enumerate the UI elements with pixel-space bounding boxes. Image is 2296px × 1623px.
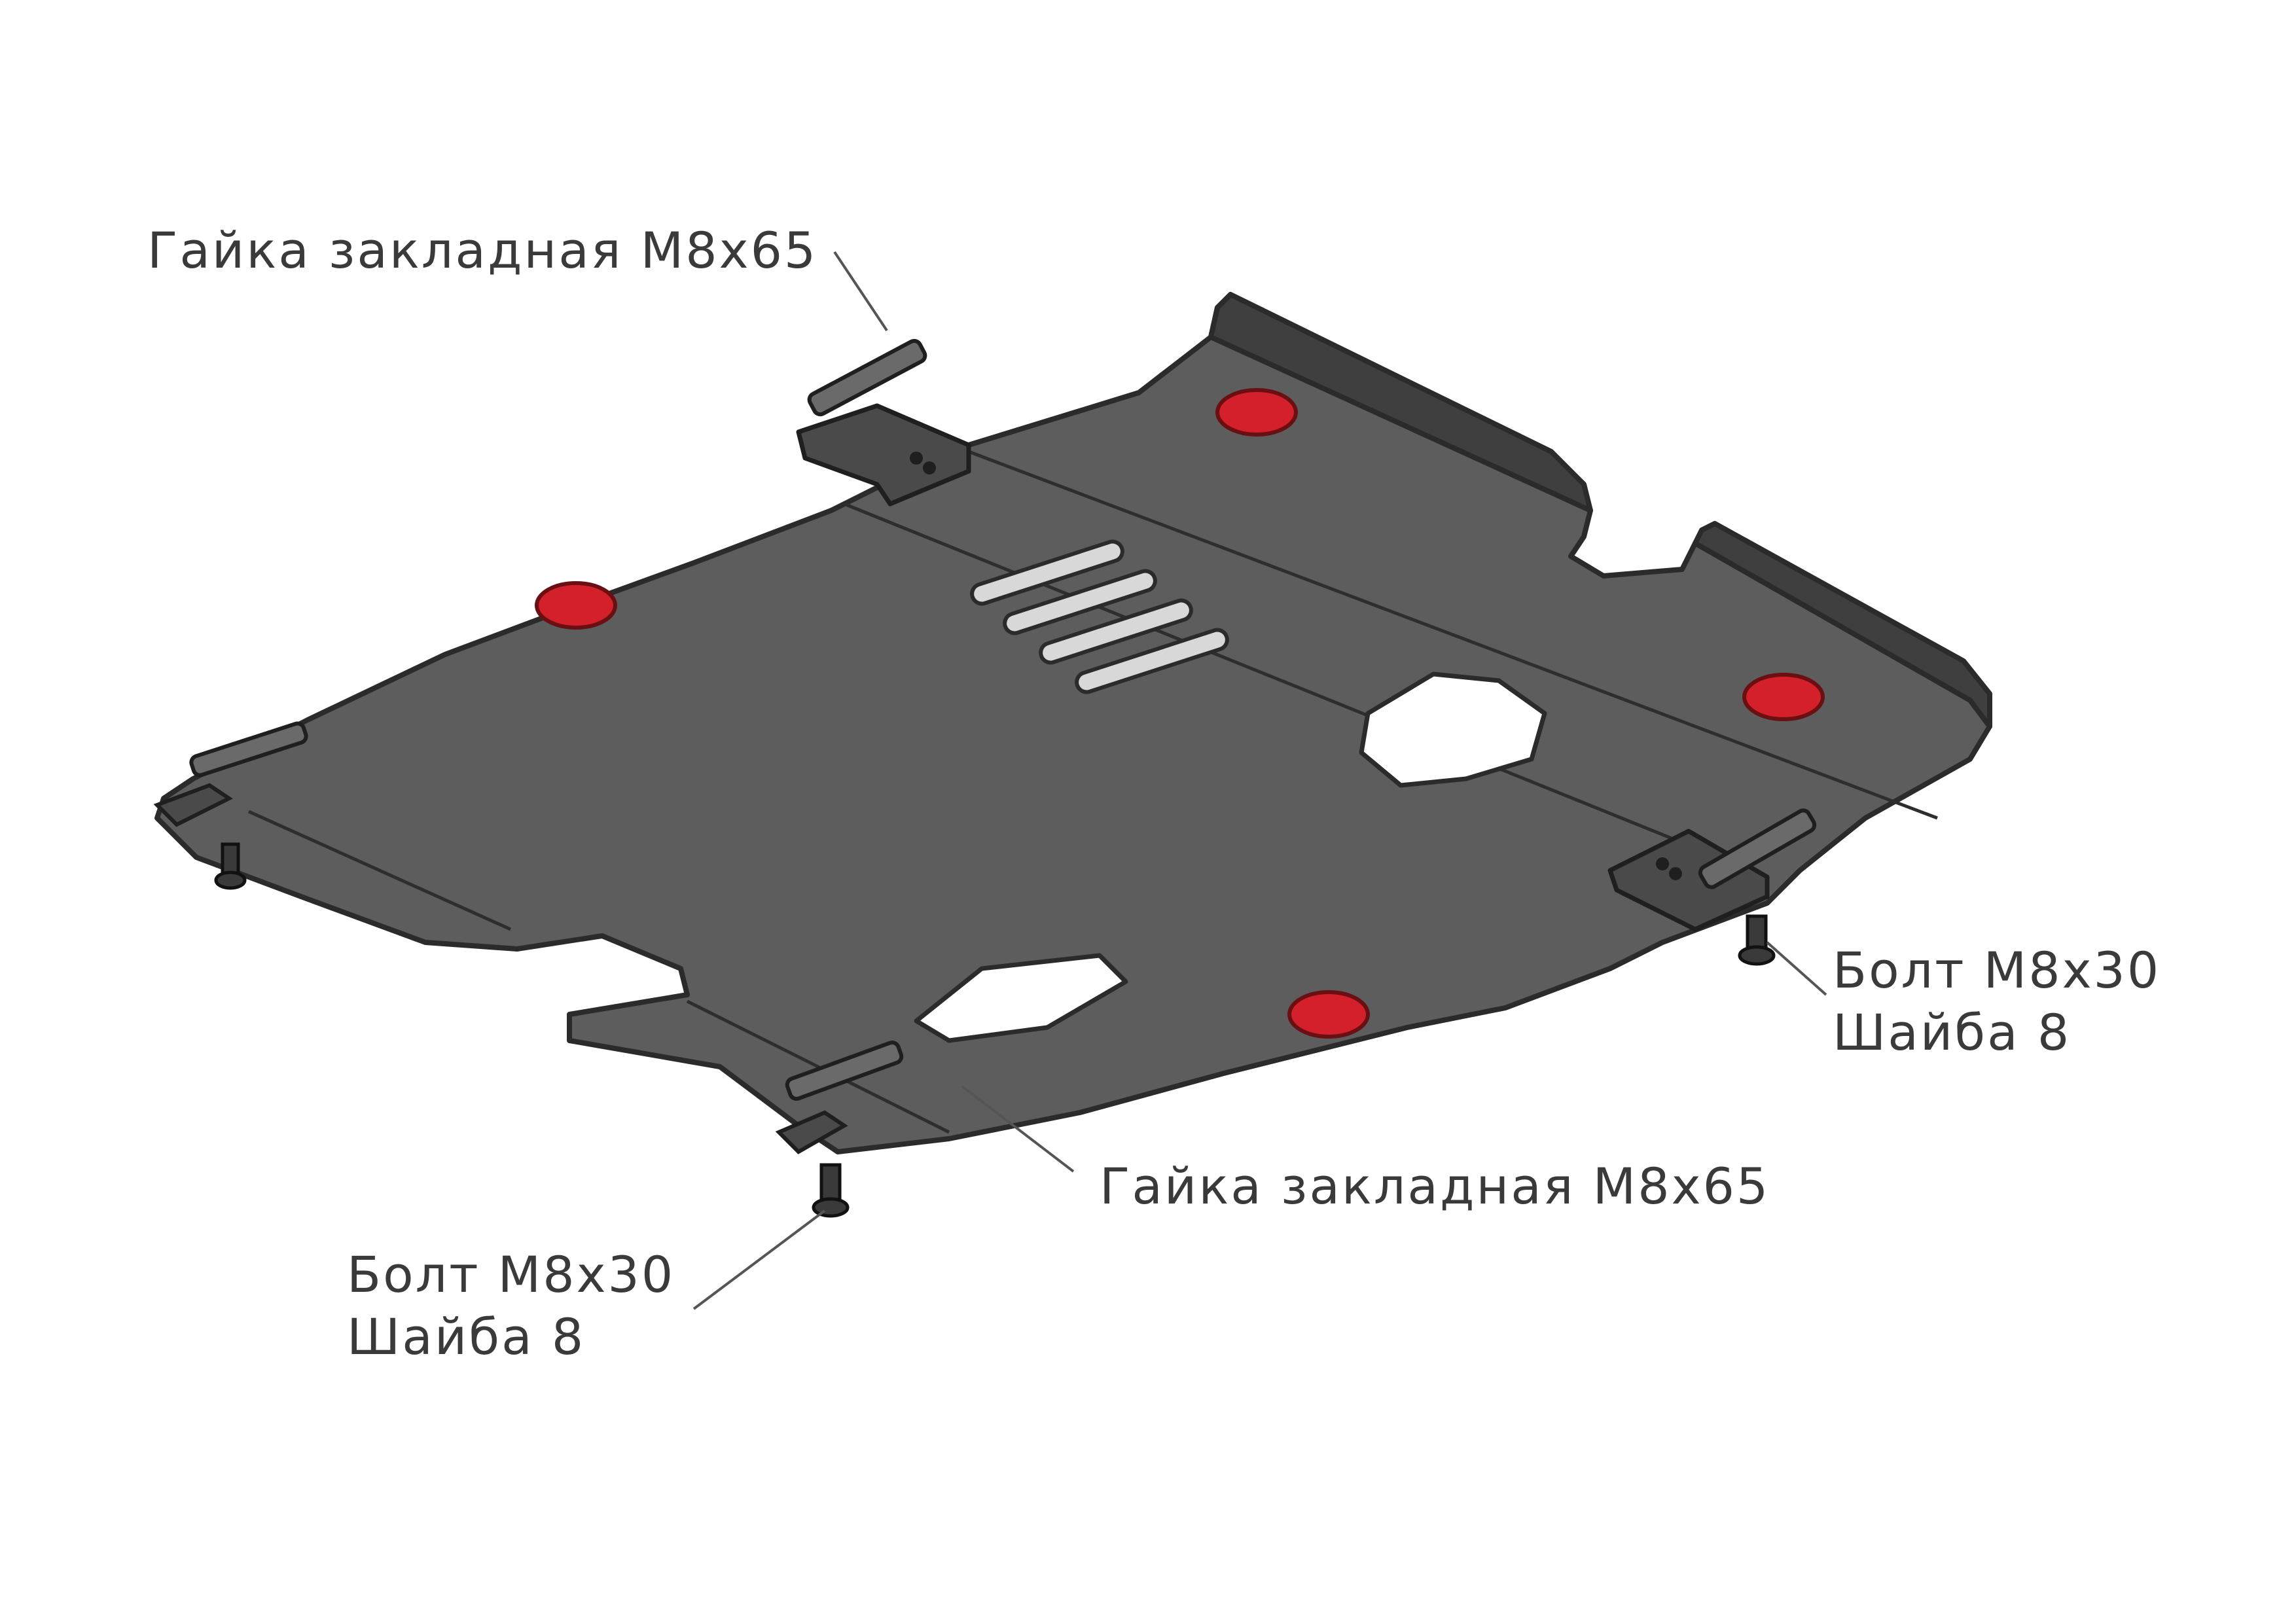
ventilation-slots [970,539,1229,694]
vent-slot [1003,569,1157,635]
leader-nut-bottom [961,1085,1075,1173]
plug-left [535,581,617,630]
plug-top [1215,388,1298,437]
bracket-right [1607,808,1817,932]
service-slot-hole [914,953,1128,1043]
callout-bolt-left: Болт М8х30 Шайба 8 [347,1243,675,1368]
callout-bolt-right-line2: Шайба 8 [1833,1003,2072,1061]
bracket-bottom [775,1041,904,1154]
rear-flange-lower [1693,521,1992,729]
vent-slot [1075,628,1229,694]
rear-flange-upper [1208,292,1593,513]
callout-nut-bottom-text: Гайка закладная М8х65 [1100,1157,1770,1215]
skid-plate-body [154,305,1992,1154]
callout-bolt-right-line1: Болт М8х30 [1833,941,2161,999]
bracket-top [796,338,971,507]
callout-nut-bottom: Гайка закладная М8х65 [1100,1155,1770,1217]
callout-bolt-left-line2: Шайба 8 [347,1308,586,1366]
vent-slot [1039,598,1193,665]
callout-bolt-left-line1: Болт М8х30 [347,1245,675,1304]
leader-bolt-right [1766,941,1827,996]
callout-nut-top: Гайка закладная М8х65 [147,219,817,281]
bolts [214,842,1776,1218]
leader-nut-top [833,251,888,332]
bend-line-left [247,810,512,931]
bracket-left [153,721,308,827]
oil-drain-hole [1359,671,1547,788]
callout-bolt-right: Болт М8х30 Шайба 8 [1833,939,2161,1063]
bolt-left [214,842,247,890]
bend-line-upper [844,502,1768,879]
vent-slot [970,539,1124,606]
leader-bolt-left [692,1209,826,1310]
plug-bottom [1287,990,1370,1039]
bolt-bottom [812,1163,850,1218]
callout-nut-top-text: Гайка закладная М8х65 [147,221,818,279]
bend-line-bottom [686,999,950,1134]
leader-lines [692,251,1827,1310]
rubber-plugs [535,388,1825,1039]
bolt-right [1738,914,1776,966]
bend-line-middle [968,450,1938,820]
plug-right [1742,673,1825,721]
